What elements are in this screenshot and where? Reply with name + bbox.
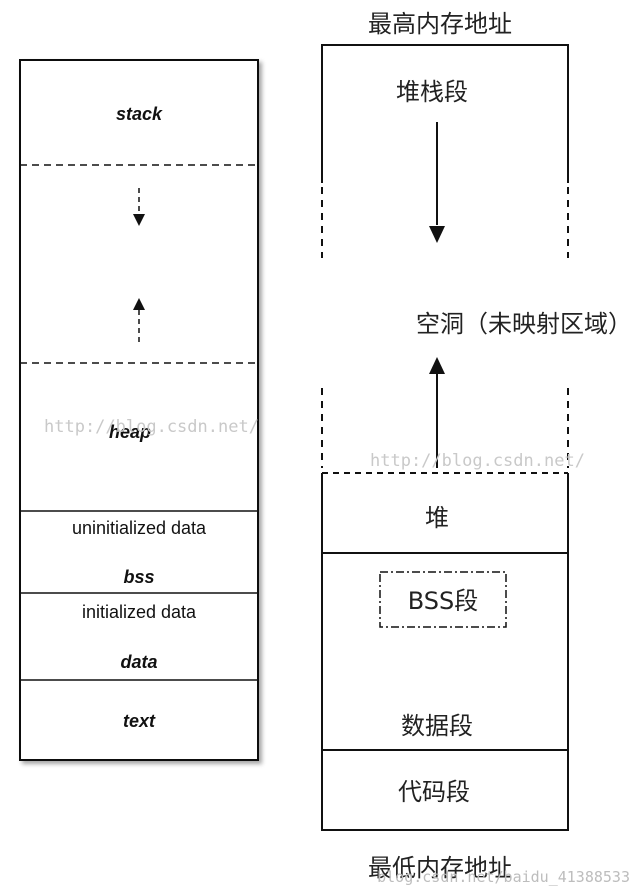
- bss-label: bss: [123, 567, 154, 587]
- data-segment-label: 数据段: [401, 712, 473, 740]
- bottom-address-label: 最低内存地址: [368, 854, 512, 882]
- left-watermark: http://blog.csdn.net/: [44, 417, 259, 437]
- down-arrow-icon: [133, 214, 145, 226]
- right-watermark: http://blog.csdn.net/: [370, 451, 585, 471]
- text-label: text: [123, 711, 156, 731]
- left-memory-diagram: stack heap uninitialized data bss initia…: [19, 59, 259, 761]
- lower-memory-box: [321, 473, 569, 831]
- stack-segment-box: [321, 44, 569, 183]
- stack-segment-label: 堆栈段: [396, 78, 468, 106]
- top-address-label: 最高内存地址: [368, 10, 512, 38]
- heap-segment-label: 堆: [425, 504, 449, 532]
- up-arrow-icon: [429, 357, 445, 374]
- bss-segment-box: [379, 571, 507, 628]
- heap-label: heap: [109, 422, 151, 442]
- up-arrow-icon: [133, 298, 145, 310]
- bss-description: uninitialized data: [72, 518, 207, 538]
- stack-label: stack: [116, 104, 163, 124]
- data-description: initialized data: [82, 602, 197, 622]
- right-memory-diagram: 最高内存地址 堆栈段 空洞（未映射区域） 堆 BSS段 数据段 代码段 最低内存…: [321, 10, 632, 886]
- bss-segment-label: BSS段: [408, 587, 479, 615]
- gap-label: 空洞（未映射区域）: [416, 310, 632, 338]
- down-arrow-icon: [429, 226, 445, 243]
- bottom-watermark: blog.csdn.net/baidu_41388533: [377, 868, 630, 886]
- left-diagram-frame: [19, 59, 259, 761]
- data-label: data: [120, 652, 157, 672]
- code-segment-label: 代码段: [398, 778, 470, 806]
